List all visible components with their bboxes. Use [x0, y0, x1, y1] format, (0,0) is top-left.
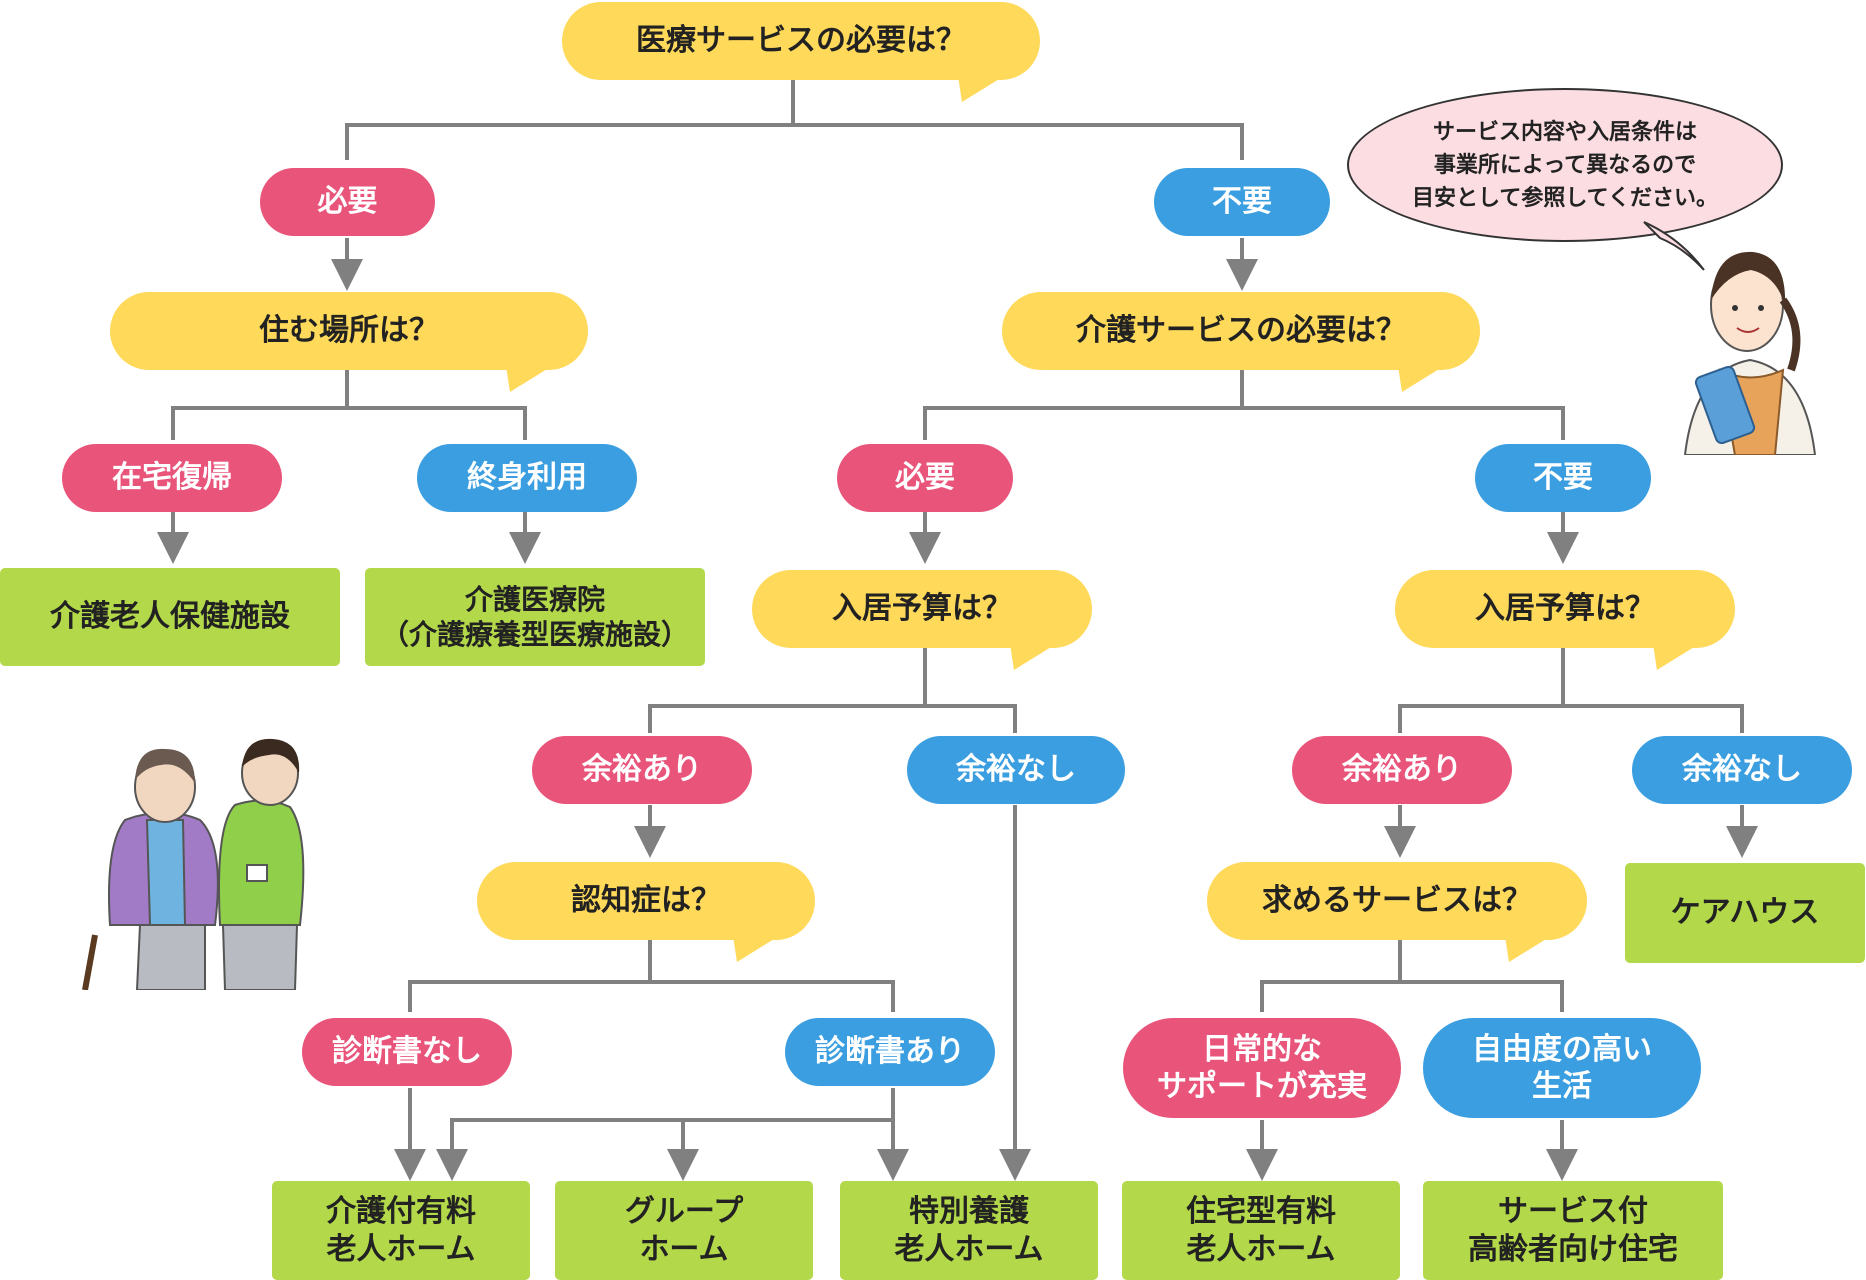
question-residence: 住む場所は？	[110, 292, 588, 392]
question-care-service-text: 介護サービスの必要は？	[1076, 313, 1406, 349]
answer-margin-no-left: 余裕なし	[907, 736, 1125, 804]
elderly-care-illustration	[82, 738, 305, 990]
answer-home-return: 在宅復帰	[62, 444, 282, 512]
answer-unneeded-medical: 不要	[1154, 168, 1330, 236]
question-desired-service-text: 求めるサービスは？	[1262, 883, 1532, 919]
speech-bubble-tail	[1643, 221, 1705, 271]
question-medical-service-text: 医療サービスの必要は？	[636, 23, 966, 59]
answer-unneeded-care: 不要	[1475, 444, 1651, 512]
question-dementia: 認知症は？	[477, 862, 815, 962]
answer-full-support: 日常的な サポートが充実	[1123, 1018, 1401, 1118]
answer-has-diagnosis: 診断書あり	[785, 1018, 995, 1086]
question-budget-left: 入居予算は？	[752, 570, 1092, 670]
question-budget-right: 入居予算は？	[1395, 570, 1735, 670]
question-budget-left-text: 入居予算は？	[832, 591, 1012, 627]
question-residence-text: 住む場所は？	[259, 313, 439, 349]
caregiver-woman-illustration	[1683, 251, 1817, 455]
question-medical-service: 医療サービスの必要は？	[562, 2, 1040, 102]
result-care-house: ケアハウス	[1625, 863, 1865, 963]
answer-high-freedom: 自由度の高い 生活	[1423, 1018, 1701, 1118]
result-kaigo-rouken: 介護老人保健施設	[0, 568, 340, 666]
question-desired-service: 求めるサービスは？	[1207, 862, 1587, 962]
speech-bubble: サービス内容や入居条件は 事業所によって異なるので 目安として参照してください。	[1347, 88, 1783, 242]
answer-no-diagnosis: 診断書なし	[302, 1018, 512, 1086]
result-kaigo-iryoin: 介護医療院 （介護療養型医療施設）	[365, 568, 705, 666]
answer-needed-medical: 必要	[260, 168, 435, 236]
answer-margin-yes-left: 余裕あり	[532, 736, 752, 804]
question-budget-right-text: 入居予算は？	[1475, 591, 1655, 627]
answer-lifetime-use: 終身利用	[417, 444, 637, 512]
result-group-home: グループ ホーム	[555, 1181, 813, 1280]
answer-margin-no-right: 余裕なし	[1632, 736, 1852, 804]
result-kaigotsuki-home: 介護付有料 老人ホーム	[272, 1181, 530, 1280]
question-dementia-text: 認知症は？	[571, 883, 721, 919]
answer-needed-care: 必要	[837, 444, 1013, 512]
answer-margin-yes-right: 余裕あり	[1292, 736, 1512, 804]
result-tokuyo-home: 特別養護 老人ホーム	[840, 1181, 1098, 1280]
speech-bubble-text: サービス内容や入居条件は 事業所によって異なるので 目安として参照してください。	[1411, 119, 1719, 211]
result-jutakugata-home: 住宅型有料 老人ホーム	[1122, 1181, 1400, 1280]
result-sakoju: サービス付 高齢者向け住宅	[1423, 1181, 1723, 1280]
question-care-service: 介護サービスの必要は？	[1002, 292, 1480, 392]
